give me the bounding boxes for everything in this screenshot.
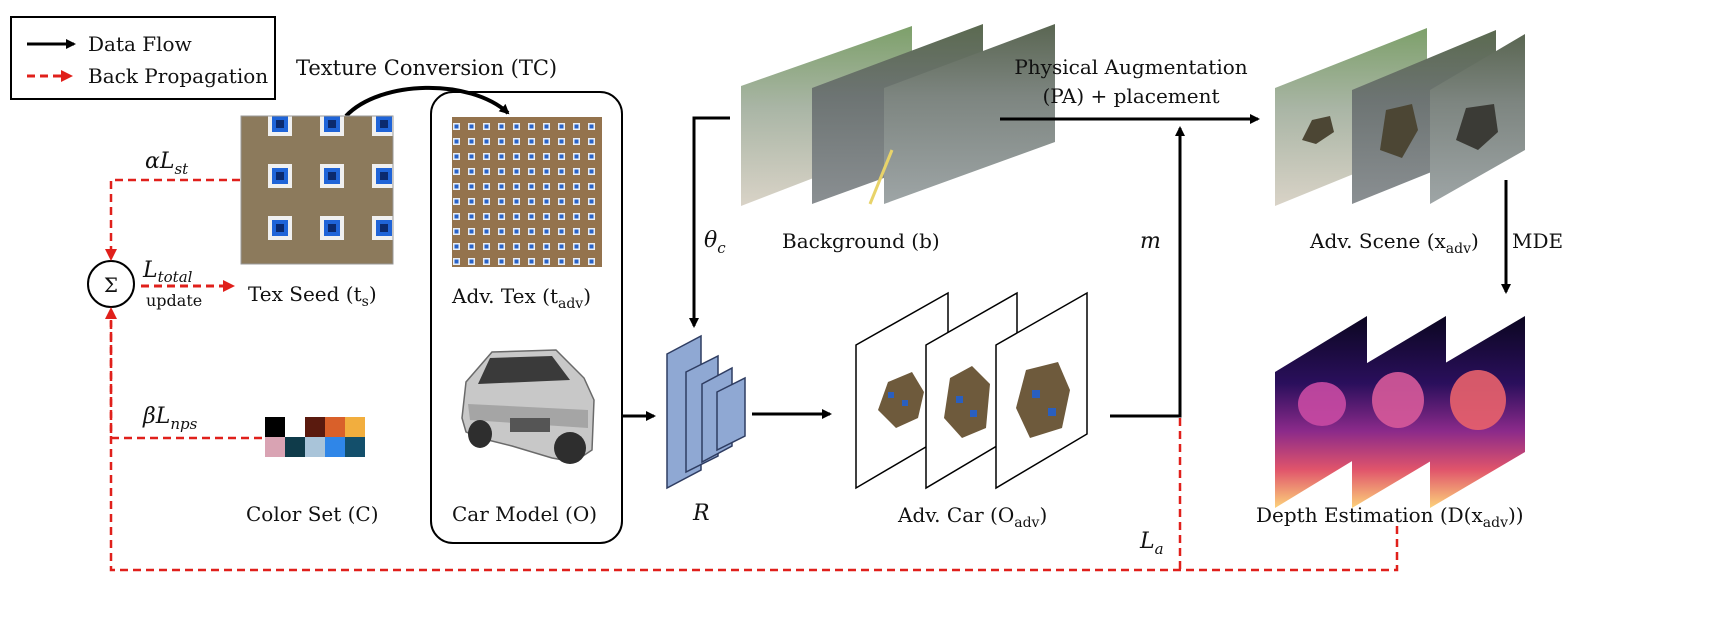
color-swatch bbox=[345, 437, 365, 457]
color-swatch bbox=[305, 437, 325, 457]
color-swatch bbox=[265, 437, 285, 457]
texture-car-group-box bbox=[430, 91, 623, 544]
sum-node: Σ bbox=[87, 260, 135, 308]
ltotal-label: Ltotal bbox=[142, 258, 193, 286]
color-swatch bbox=[305, 417, 325, 437]
renderer-label: R bbox=[692, 501, 710, 526]
theta-label: θc bbox=[704, 228, 726, 257]
mde-label: MDE bbox=[1512, 229, 1563, 253]
adv-car-cards bbox=[855, 291, 1088, 490]
adv-car-label: Adv. Car (Oadv) bbox=[897, 503, 1047, 531]
color-set-label: Color Set (C) bbox=[246, 502, 379, 526]
mask-label: m bbox=[1140, 229, 1161, 254]
physical-aug-line1: Physical Augmentation bbox=[1014, 55, 1247, 79]
adv-scene-images bbox=[1275, 28, 1525, 206]
texture-conversion-arrow bbox=[344, 85, 510, 118]
color-swatch bbox=[265, 417, 285, 437]
adv-scene-label: Adv. Scene (xadv) bbox=[1309, 229, 1479, 257]
la-label: La bbox=[1139, 529, 1164, 558]
renderer-block bbox=[666, 334, 746, 490]
background-images bbox=[741, 24, 1055, 206]
legend-data-flow-label: Data Flow bbox=[88, 32, 192, 56]
legend-back-propagation-label: Back Propagation bbox=[88, 64, 268, 88]
adv-tex-image bbox=[452, 117, 602, 267]
update-label: update bbox=[146, 291, 202, 310]
color-swatch bbox=[325, 437, 345, 457]
tex-seed-label: Tex Seed (ts) bbox=[248, 282, 377, 310]
beta-lnps-label: βLnps bbox=[142, 404, 198, 433]
color-swatch bbox=[285, 437, 305, 457]
alpha-lst-label: αLst bbox=[145, 149, 189, 178]
car-model-label: Car Model (O) bbox=[452, 502, 597, 526]
depth-estimation-label: Depth Estimation (D(xadv)) bbox=[1256, 503, 1524, 531]
color-set-palette bbox=[265, 417, 365, 457]
texture-conversion-label: Texture Conversion (TC) bbox=[296, 56, 557, 80]
color-swatch bbox=[345, 417, 365, 437]
legend: Data Flow Back Propagation bbox=[10, 16, 276, 100]
alpha-lst-backprop-arrow bbox=[105, 178, 240, 261]
color-swatch bbox=[285, 417, 305, 437]
tex-seed-image bbox=[240, 115, 394, 265]
background-label: Background (b) bbox=[782, 229, 940, 253]
car-model-image bbox=[461, 349, 595, 464]
background-frame bbox=[884, 24, 1055, 204]
mask-arrow bbox=[1110, 126, 1185, 418]
legend-box bbox=[10, 16, 276, 100]
adv-scene-frame bbox=[1275, 28, 1427, 206]
physical-aug-line2: (PA) + placement bbox=[1042, 84, 1219, 108]
color-swatch bbox=[325, 417, 345, 437]
depth-maps bbox=[1275, 316, 1525, 508]
adv-tex-label: Adv. Tex (tadv) bbox=[451, 284, 591, 312]
svg-text:Σ: Σ bbox=[104, 273, 118, 297]
theta-arrow bbox=[689, 116, 730, 328]
